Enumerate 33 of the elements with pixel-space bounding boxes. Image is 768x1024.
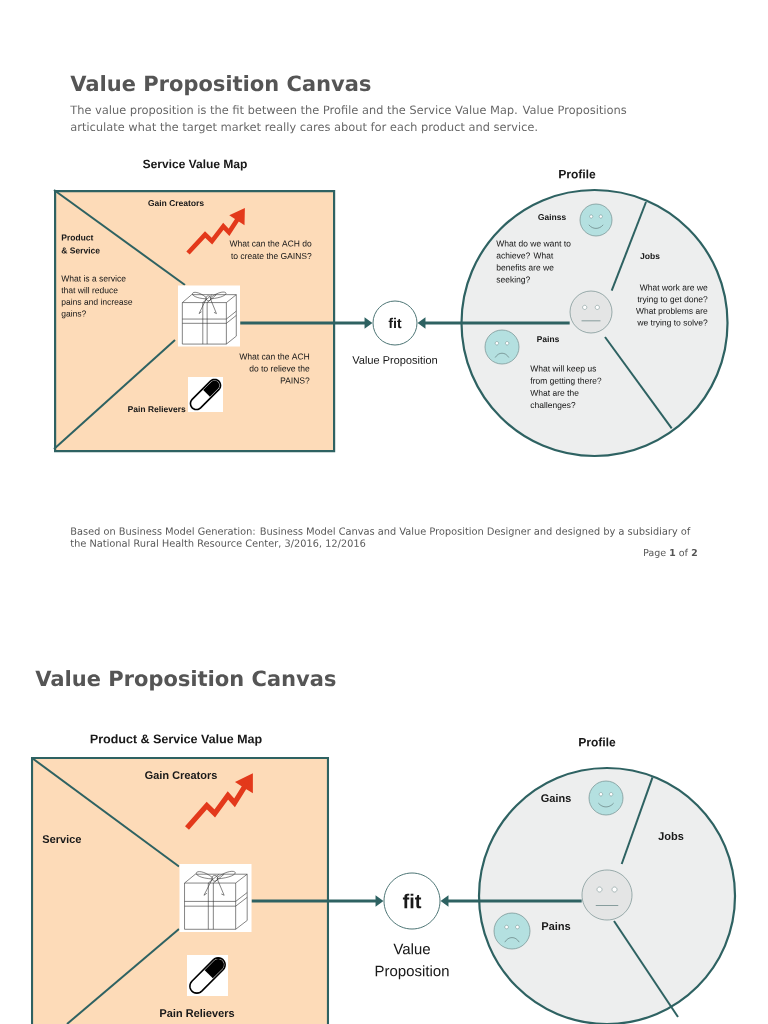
section-label: Gains [541,793,571,803]
question-text: What work are we trying to get done? What problems are we trying to solve? [636,284,708,328]
section-label: Pain Relievers [128,405,186,413]
question-text: What can the ACH do to create the GAINS? [229,240,312,259]
heading: Profile [559,169,596,179]
page-number: Page 1 of 2 [644,548,697,558]
neutral-face-icon [569,290,613,334]
section-label: Pains [537,335,559,343]
section-label: Product & Service [61,234,100,254]
caption-text: Value Proposition [352,355,437,367]
page-title: Value Proposition Canvas [70,75,371,96]
question-text: What is a service that will reduce pains and increase gains? [61,275,133,319]
section-label: Gain Creators [145,770,217,780]
section-label: Gainss [538,213,566,221]
section-label: Jobs [640,252,660,260]
heading: Product & Service Value Map [90,734,262,746]
section-label: Pain Relievers [160,1008,235,1018]
gift-icon [178,285,240,347]
question-text: What can the ACH do to relieve the PAINS? [239,353,310,384]
neutral-face-icon [581,869,633,921]
section-label: Pains [542,921,571,931]
section-label: Jobs [658,831,684,841]
page-title: Value Proposition Canvas [35,670,336,691]
description-text: The value proposition is the fit between the Profile and the Service Value Map. Value Propositions articulate what the target market really cares about for each product and service. [70,105,627,134]
heading: Profile [579,737,616,747]
section-label: Service [42,834,82,844]
gift-icon [179,864,252,932]
section-label: Gain Creators [148,199,204,207]
heading: Service Value Map [143,159,247,171]
question-text: What do we want to achieve? What benefits are we seeking? [496,240,571,285]
caption-text: Value Proposition [375,943,449,980]
source-note: Based on Business Model Generation: Business Model Canvas and Value Proposition Designer and designed by a subsidiary of the National Rural Health Resource Center, 3/2016, 12/2016 [70,527,691,548]
question-text: What will keep us from getting there? What are the challenges? [530,365,602,410]
